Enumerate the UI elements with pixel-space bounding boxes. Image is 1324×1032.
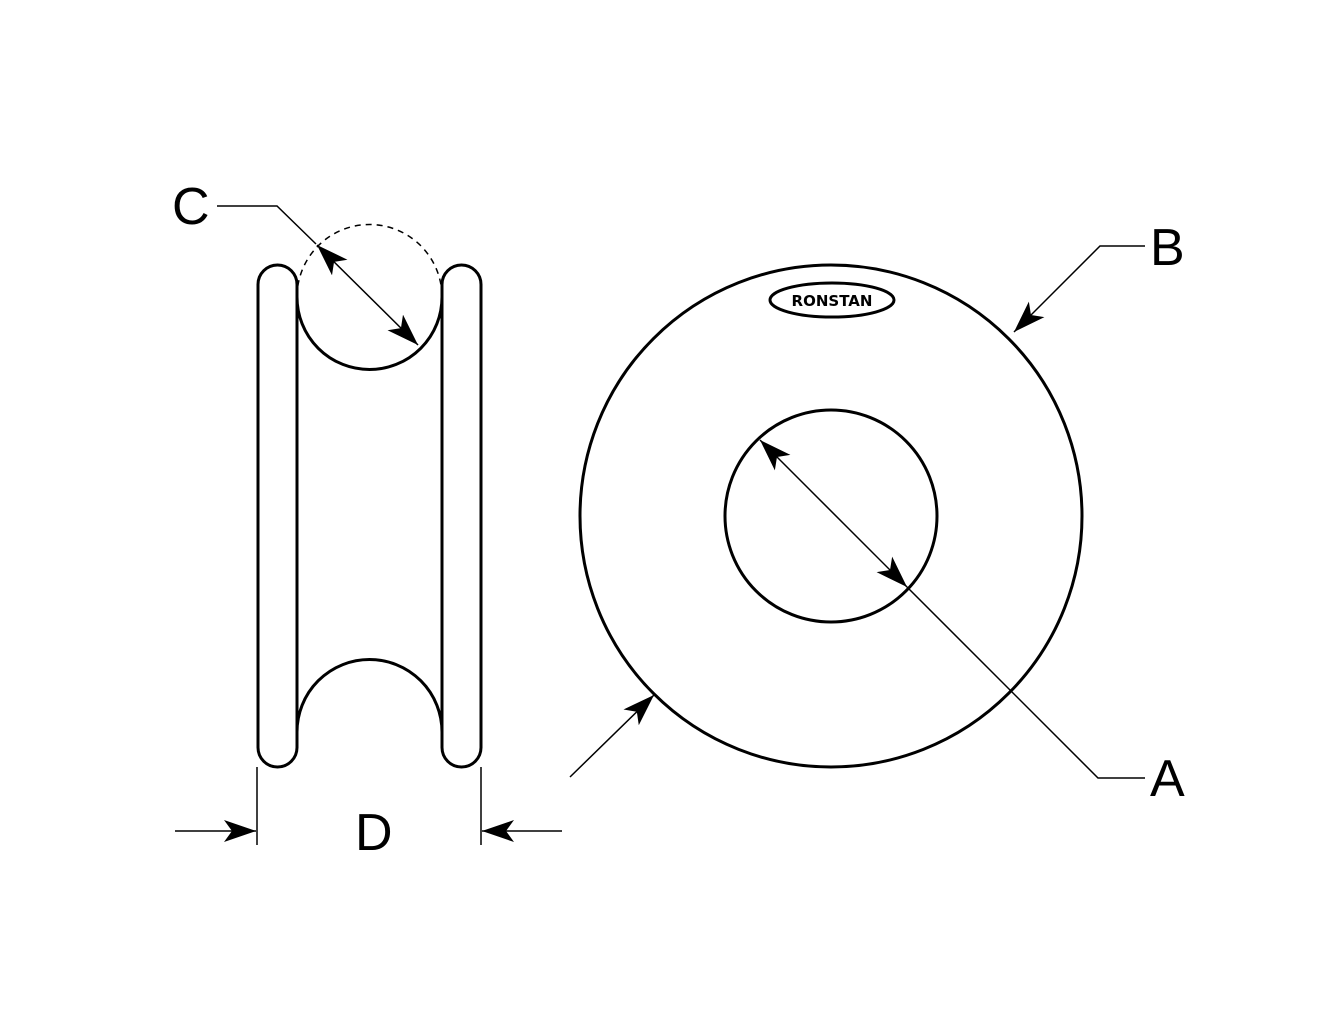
- left-flange: [256, 263, 299, 769]
- label-b: B: [1150, 219, 1185, 277]
- ronstan-logo: RONSTAN: [768, 281, 896, 319]
- side-view: [256, 223, 483, 769]
- dimension-d: [175, 767, 562, 845]
- outer-circle: [578, 263, 1084, 769]
- groove-dashed-circle: [296, 223, 443, 298]
- b-arrow-lower: [569, 694, 655, 778]
- c-arrow: [316, 244, 419, 346]
- label-d: D: [355, 804, 393, 862]
- right-flange: [440, 263, 483, 769]
- dimension-c: [217, 205, 419, 346]
- dimension-b: [569, 245, 1145, 778]
- bore-circle: [723, 408, 939, 624]
- svg-text:RONSTAN: RONSTAN: [792, 292, 873, 310]
- top-groove-arc: [295, 296, 444, 371]
- dimension-a: [759, 439, 1145, 779]
- label-a: A: [1150, 750, 1185, 808]
- label-c: C: [172, 178, 210, 236]
- a-arrow: [759, 439, 908, 588]
- front-view: [578, 263, 1084, 769]
- bottom-groove-arc: [295, 658, 444, 733]
